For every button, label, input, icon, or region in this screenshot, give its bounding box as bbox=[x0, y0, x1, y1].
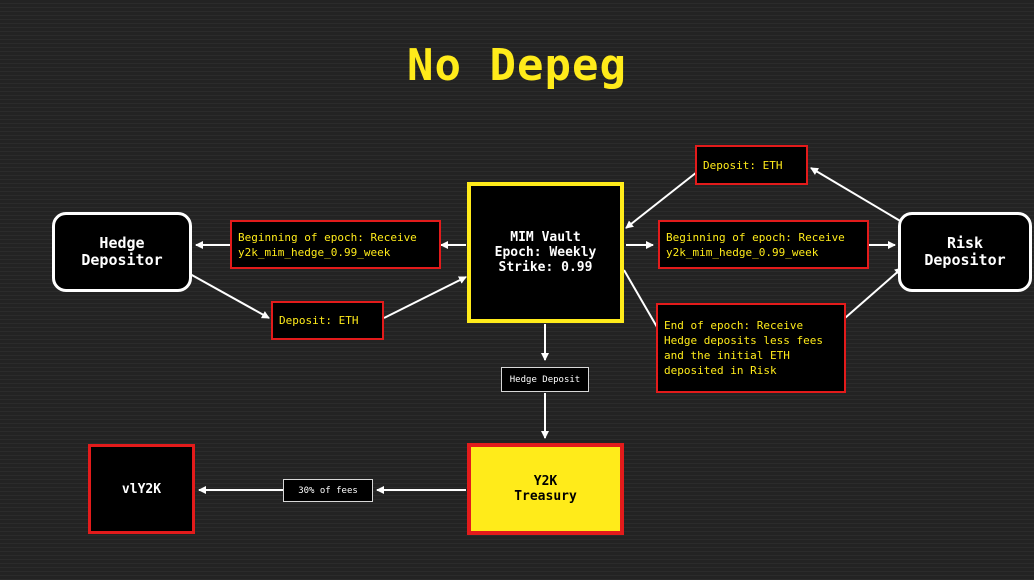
risk-end-note: End of epoch: Receive Hedge deposits les… bbox=[656, 303, 846, 393]
hedge-receive-text: Beginning of epoch: Receive y2k_mim_hedg… bbox=[238, 230, 417, 259]
risk-deposit-note: Deposit: ETH bbox=[695, 145, 808, 185]
arrow-end-note-to-risk bbox=[844, 267, 903, 319]
risk-receive-text: Beginning of epoch: Receive y2k_mim_hedg… bbox=[666, 230, 845, 259]
hedge-depositor-node: Hedge Depositor bbox=[52, 212, 192, 292]
fees-tag-label: 30% of fees bbox=[298, 485, 358, 496]
mim-vault-node: MIM Vault Epoch: Weekly Strike: 0.99 bbox=[467, 182, 624, 323]
mim-vault-label: MIM Vault Epoch: Weekly Strike: 0.99 bbox=[494, 230, 597, 275]
hedge-deposit-tag: Hedge Deposit bbox=[501, 367, 589, 392]
risk-depositor-label: Risk Depositor bbox=[924, 234, 1006, 269]
fees-tag: 30% of fees bbox=[283, 479, 373, 502]
risk-deposit-text: Deposit: ETH bbox=[703, 158, 783, 172]
y2k-treasury-label: Y2K Treasury bbox=[514, 474, 577, 504]
arrow-vault-to-end-note bbox=[623, 269, 658, 328]
risk-receive-note: Beginning of epoch: Receive y2k_mim_hedg… bbox=[658, 220, 869, 269]
hedge-deposit-text: Deposit: ETH bbox=[279, 314, 359, 327]
risk-end-text: End of epoch: Receive Hedge deposits les… bbox=[664, 319, 823, 377]
arrow-deposit-to-vault bbox=[383, 276, 467, 319]
hedge-deposit-note: Deposit: ETH bbox=[271, 301, 384, 340]
vly2k-node: vlY2K bbox=[88, 444, 195, 534]
vly2k-label: vlY2K bbox=[121, 481, 162, 497]
hedge-depositor-label: Hedge Depositor bbox=[81, 234, 163, 269]
risk-depositor-node: Risk Depositor bbox=[898, 212, 1032, 292]
arrow-risk-to-deposit bbox=[810, 167, 903, 223]
page-title: No Depeg bbox=[407, 40, 627, 91]
arrow-hedge-to-deposit bbox=[189, 273, 270, 319]
hedge-receive-note: Beginning of epoch: Receive y2k_mim_hedg… bbox=[230, 220, 441, 269]
y2k-treasury-node: Y2K Treasury bbox=[467, 443, 624, 535]
hedge-deposit-tag-label: Hedge Deposit bbox=[509, 374, 581, 385]
